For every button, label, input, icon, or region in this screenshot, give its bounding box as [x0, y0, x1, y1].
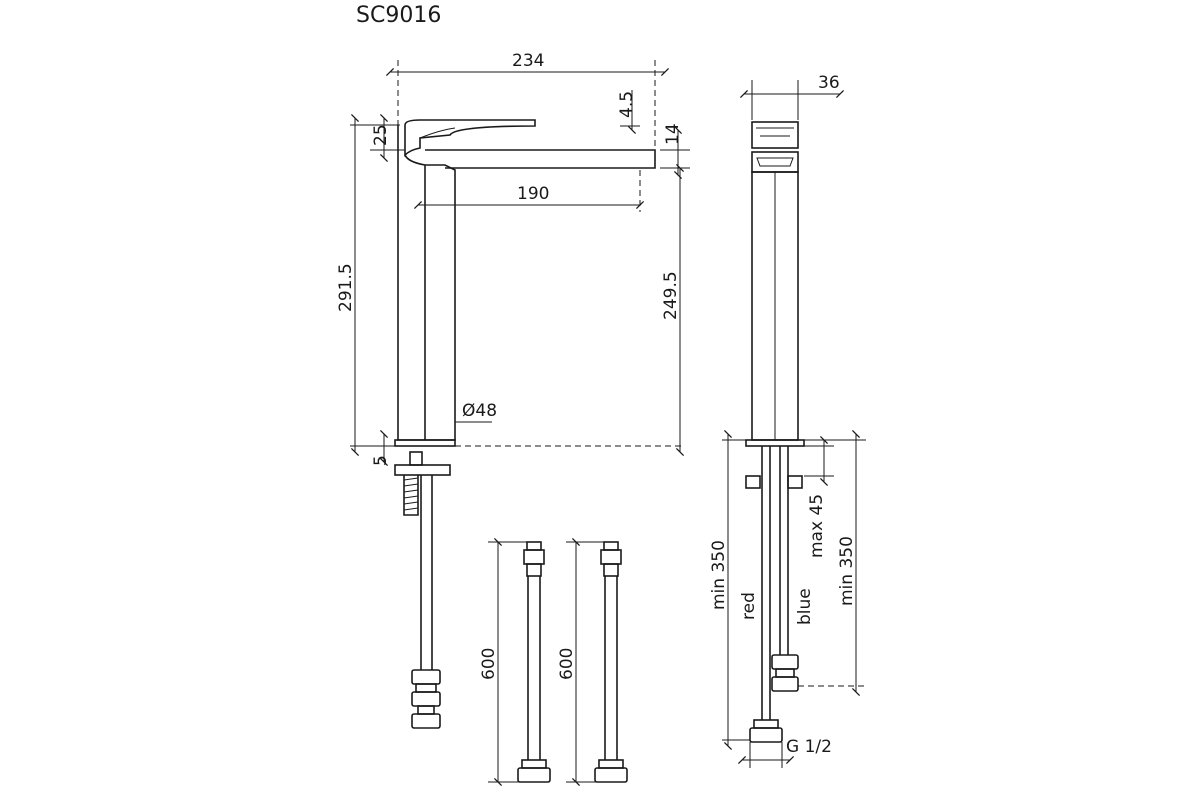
body-column	[397, 125, 456, 441]
dim-overall-width: 234	[512, 51, 544, 71]
fixing-plate	[394, 464, 451, 476]
hose-left-tip	[526, 541, 542, 551]
dim-base-diameter: Ø48	[462, 401, 497, 421]
hose-right-sleeve	[603, 563, 619, 577]
dim-max-thickness: max 45	[807, 494, 827, 558]
dim-thread: G 1/2	[786, 737, 832, 757]
lever-outline	[404, 119, 536, 157]
dim-hose-length-right: 600	[557, 648, 577, 680]
label-red: red	[739, 592, 759, 620]
hose-left-neck	[521, 759, 547, 769]
side-view: 36 min 350 red blue max 45 min 350 G 1/2	[709, 73, 866, 768]
dim-min-hose-left: min 350	[709, 540, 729, 610]
label-blue: blue	[795, 588, 815, 625]
base-plate	[394, 439, 456, 447]
dim-side-depth: 36	[818, 73, 840, 93]
threaded-rod	[403, 475, 419, 516]
side-hose-red-nut	[749, 727, 783, 743]
hose-nut-mid	[411, 691, 441, 707]
fixing-nut	[409, 451, 423, 466]
side-hose-blue-nut	[771, 676, 799, 692]
model-code: SC9016	[356, 3, 441, 28]
dim-lever-height: 25	[371, 124, 391, 146]
hose-left-nut	[517, 767, 551, 783]
hose-sleeve	[415, 683, 437, 693]
hose-neck	[417, 705, 435, 715]
spout-outline	[425, 149, 656, 169]
hose-right: 600	[557, 537, 628, 787]
dim-total-height: 291.5	[336, 263, 356, 312]
hose-right-nut	[594, 767, 628, 783]
dim-spout-reach: 190	[517, 184, 549, 204]
hose-right-neck	[598, 759, 624, 769]
dim-hose-length-left: 600	[479, 648, 499, 680]
hose-right-fitting	[600, 549, 622, 565]
lever-detail	[419, 127, 456, 139]
dim-min-hose-right: min 350	[837, 536, 857, 606]
hose-left-fitting	[523, 549, 545, 565]
side-lever	[751, 121, 799, 149]
front-view: 234 4.5 14 25 190 291.5 249.5 Ø48 5	[336, 51, 690, 729]
side-nut-right	[787, 475, 803, 489]
dim-spout-height: 249.5	[661, 271, 681, 320]
hose-nut-bottom	[411, 713, 441, 729]
hose-nut-top	[411, 669, 441, 685]
dim-offset-top: 4.5	[617, 91, 637, 118]
hose-left: 600	[479, 537, 551, 787]
side-base-plate	[745, 439, 805, 447]
side-hose-blue-nut-top	[771, 654, 799, 670]
side-hose-blue-neck	[775, 668, 795, 678]
hose-right-tip	[603, 541, 619, 551]
hose-left-sleeve	[526, 563, 542, 577]
dim-base-plate: 5	[371, 455, 391, 466]
side-lever-detail	[756, 127, 794, 137]
side-spout-detail	[756, 157, 794, 167]
side-hose-red-neck	[753, 719, 779, 729]
side-nut-left	[745, 475, 761, 489]
dim-spout-thickness: 14	[663, 123, 683, 145]
thread-marks	[403, 477, 419, 511]
